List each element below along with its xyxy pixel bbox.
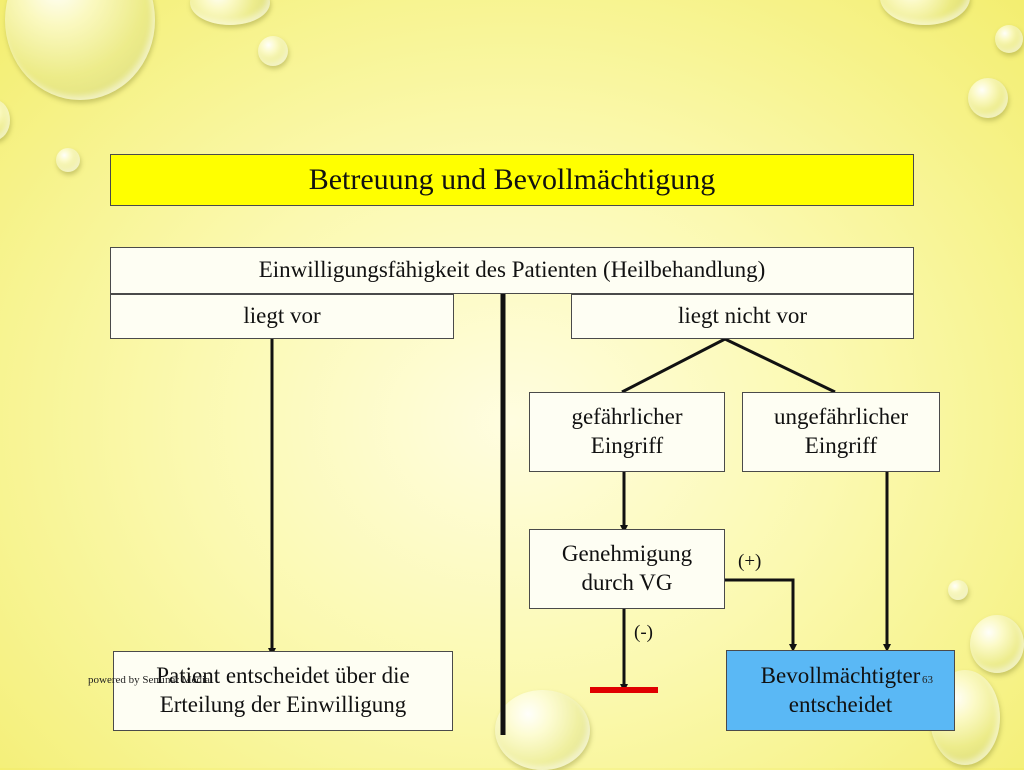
harmless-intervention-box: ungefährlicher Eingriff xyxy=(742,392,940,472)
fork-right-line xyxy=(724,337,836,394)
capacity-box: Einwilligungsfähigkeit des Patienten (He… xyxy=(110,247,914,294)
arrow-approval-to-agent xyxy=(725,578,797,652)
footer-page-number: 63 xyxy=(922,674,933,686)
water-drop-decoration xyxy=(948,580,968,600)
diagram-title: Betreuung und Bevollmächtigung xyxy=(110,154,914,206)
water-drop-decoration xyxy=(0,100,10,140)
agent-decides-box: Bevollmächtigter entscheidet xyxy=(726,650,955,731)
water-drop-decoration xyxy=(495,690,590,770)
water-drop-decoration xyxy=(995,25,1023,53)
dangerous-intervention-box: gefährlicher Eingriff xyxy=(529,392,725,472)
fork-left-line xyxy=(621,337,726,394)
plus-label: (+) xyxy=(738,551,762,572)
footer-powered-by: powered by Seminar Media xyxy=(88,674,210,686)
present-box: liegt vor xyxy=(110,294,454,339)
water-drop-decoration xyxy=(968,78,1008,118)
water-drop-decoration xyxy=(970,615,1024,673)
minus-label: (-) xyxy=(634,622,653,643)
patient-decides-box: Patient entscheidet über die Erteilung d… xyxy=(113,651,453,731)
water-drop-decoration xyxy=(56,148,80,172)
not-present-box: liegt nicht vor xyxy=(571,294,914,339)
court-approval-box: Genehmigung durch VG xyxy=(529,529,725,609)
water-drop-decoration xyxy=(258,36,288,66)
